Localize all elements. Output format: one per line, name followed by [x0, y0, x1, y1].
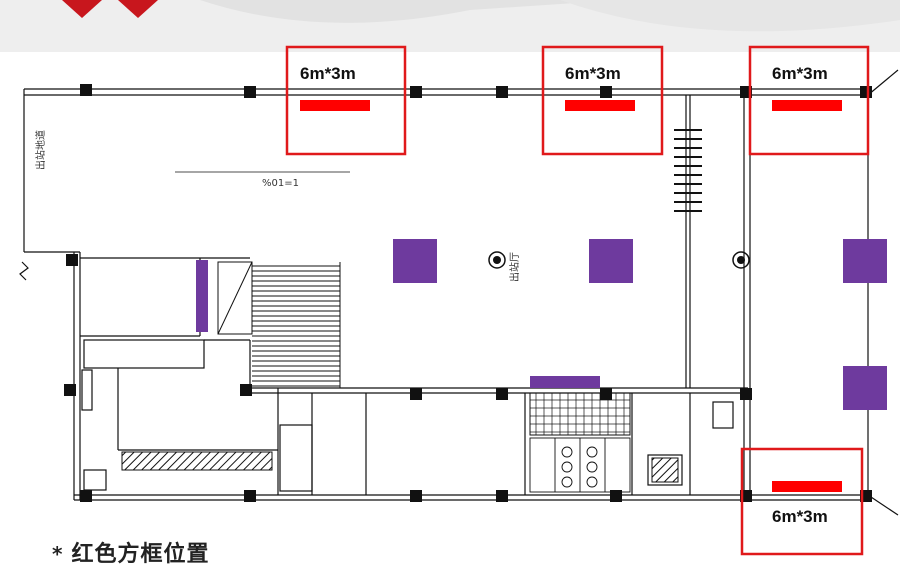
booth-frame: [541, 45, 664, 156]
column: [80, 490, 92, 502]
center-hall-label: 出站厅: [508, 252, 521, 282]
column: [66, 254, 78, 266]
column: [496, 388, 508, 400]
column: [610, 490, 622, 502]
marker-circle: [488, 251, 506, 269]
note: * 红色方框位置: [52, 536, 209, 568]
column: [496, 490, 508, 502]
booth-bar: [772, 100, 842, 111]
hatched-box: [651, 457, 679, 483]
booth-label: 6m*3m: [772, 64, 828, 83]
column: [410, 86, 422, 98]
note-marker: *: [52, 542, 64, 566]
column: [410, 388, 422, 400]
fixture-stack: [674, 129, 702, 212]
ramp-text: %01=1: [262, 178, 299, 189]
restroom-fixtures: [529, 437, 631, 493]
booth-3[interactable]: 6m*3m: [748, 45, 870, 156]
booth-frame: [748, 45, 870, 156]
staircase: [217, 261, 341, 388]
column: [600, 388, 612, 400]
column: [240, 384, 252, 396]
booth-label: 6m*3m: [772, 507, 828, 526]
marker-dot-2: [737, 256, 745, 264]
booth-bar: [772, 481, 842, 492]
column: [244, 490, 256, 502]
left-corridor-label: 出站地道: [34, 130, 47, 170]
hatched-strip: [121, 451, 273, 471]
column: [496, 86, 508, 98]
header-texture-2: [560, 0, 900, 32]
header-texture: [200, 0, 620, 23]
booth-label: 6m*3m: [565, 64, 621, 83]
marker-circle-2: [732, 251, 750, 269]
booth-frame: [285, 45, 407, 156]
column: [600, 86, 612, 98]
marker-dot: [493, 256, 501, 264]
purple-bar: [196, 260, 208, 332]
booth-4[interactable]: 6m*3m: [740, 447, 864, 556]
purple-block: [843, 366, 887, 410]
column: [80, 84, 92, 96]
booth-bar: [565, 100, 635, 111]
purple-block: [843, 239, 887, 283]
walls: [19, 69, 899, 516]
booth-label: 6m*3m: [300, 64, 356, 83]
column: [64, 384, 76, 396]
note-text: 红色方框位置: [71, 542, 210, 567]
column: [740, 388, 752, 400]
purple-blocks: [196, 239, 887, 410]
header-diamond-1: [62, 0, 102, 18]
purple-block: [393, 239, 437, 283]
purple-bar: [530, 376, 600, 388]
column: [244, 86, 256, 98]
column: [860, 86, 872, 98]
booth-2[interactable]: 6m*3m: [541, 45, 664, 156]
booth-1[interactable]: 6m*3m: [285, 45, 407, 156]
booth-frame: [740, 447, 864, 556]
column: [410, 490, 422, 502]
booth-bar: [300, 100, 370, 111]
purple-block: [589, 239, 633, 283]
grid-room: [529, 392, 631, 436]
header-diamond-2: [118, 0, 158, 18]
